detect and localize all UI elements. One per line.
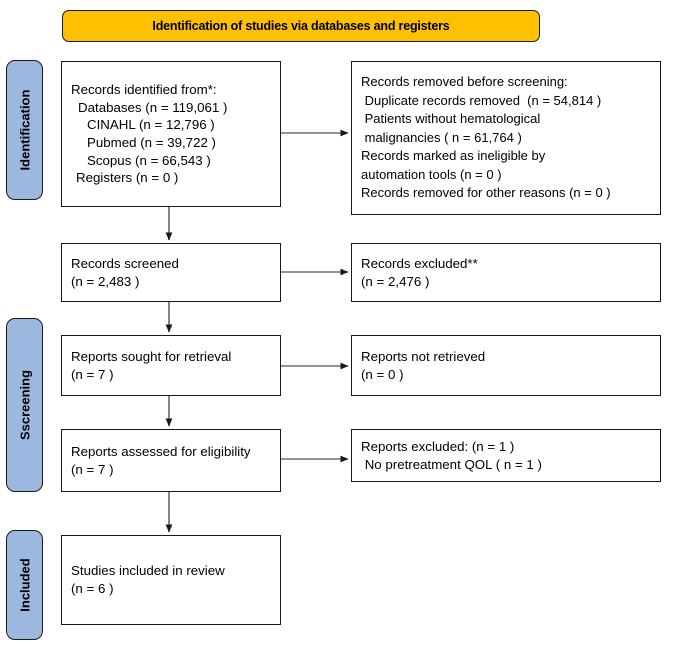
diagram-banner-title: Identification of studies via databases … [62,10,540,42]
reports-excluded-line-2: No pretreatment QOL ( n = 1 ) [361,456,542,472]
reports-not-retrieved-line-1: Reports not retrieved [361,348,486,364]
box-records-screened: Records screened (n = 2,483 ) [61,243,281,302]
phase-label-identification: Identification [6,60,43,200]
records-removed-line-2: Duplicate records removed (n = 54,814 ) [361,92,602,108]
phase-label-screening: Sscreening [6,318,43,492]
records-removed-line-3: Patients without hematological [361,111,541,127]
records-screened-line-2: (n = 2,483 ) [71,273,140,289]
box-reports-excluded: Reports excluded: (n = 1 ) No pretreatme… [351,429,661,482]
records-removed-line-1: Records removed before screening: [361,74,568,90]
records-excluded-line-1: Records excluded** [361,255,478,271]
box-reports-not-retrieved: Reports not retrieved (n = 0 ) [351,335,661,396]
records-identified-line-1: Records identified from*: [71,81,217,97]
records-identified-line-4: Pubmed (n = 39,722 ) [87,135,216,150]
reports-sought-line-1: Reports sought for retrieval [71,348,232,364]
studies-included-line-1: Studies included in review [71,563,225,579]
reports-assessed-line-1: Reports assessed for eligibility [71,443,251,459]
records-removed-line-5: Records marked as ineligible by [361,148,546,164]
reports-excluded-line-1: Reports excluded: (n = 1 ) [361,438,515,454]
box-records-removed-before-screening: Records removed before screening: Duplic… [351,61,661,215]
records-removed-line-4: malignancies ( n = 61,764 ) [361,129,522,145]
phase-label-included: Included [6,530,43,640]
reports-assessed-line-2: (n = 7 ) [71,461,114,477]
studies-included-line-2: (n = 6 ) [71,581,114,596]
phase-label-identification-text: Identification [17,89,32,171]
reports-not-retrieved-line-2: (n = 0 ) [361,366,404,382]
box-studies-included-in-review: Studies included in review (n = 6 ) [61,535,281,625]
box-records-excluded: Records excluded** (n = 2,476 ) [351,243,661,302]
records-removed-line-7: Records removed for other reasons (n = 0… [361,185,611,201]
records-screened-line-1: Records screened [71,255,179,271]
box-reports-assessed-for-eligibility: Reports assessed for eligibility (n = 7 … [61,429,281,492]
records-identified-line-5: Scopus (n = 66,543 ) [87,152,211,168]
phase-label-screening-text: Sscreening [17,369,32,441]
records-identified-line-2: Databases (n = 119,061 ) [78,99,228,115]
records-identified-line-6: Registers (n = 0 ) [76,170,179,186]
reports-sought-line-2: (n = 7 ) [71,366,114,382]
records-excluded-line-2: (n = 2,476 ) [361,273,430,289]
phase-label-included-text: Included [17,558,32,612]
box-records-identified: Records identified from*: Databases (n =… [61,61,281,207]
records-removed-line-6: automation tools (n = 0 ) [361,166,502,182]
records-identified-line-3: CINAHL (n = 12,796 ) [87,117,215,133]
box-reports-sought-for-retrieval: Reports sought for retrieval (n = 7 ) [61,335,281,396]
